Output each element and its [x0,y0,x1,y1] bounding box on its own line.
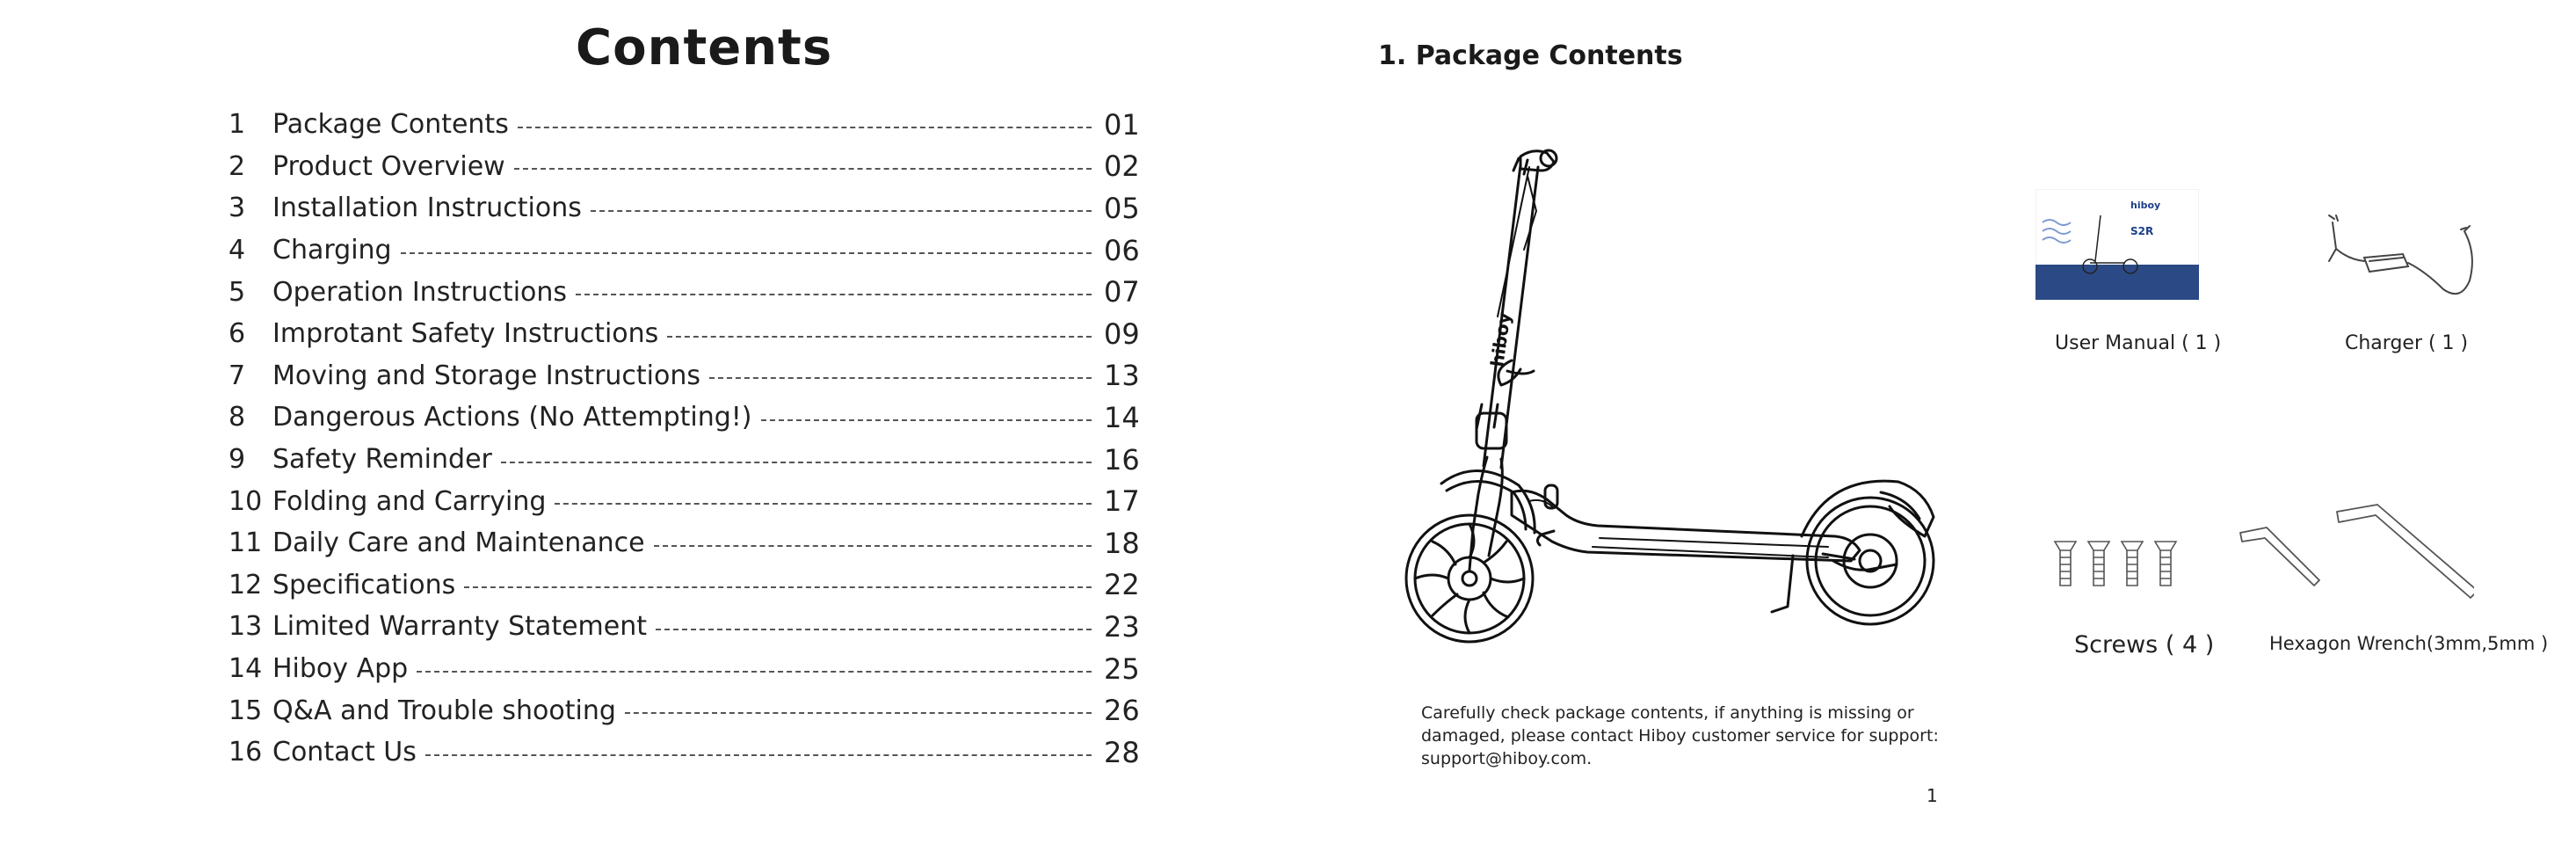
scooter-illustration: hiboy [1404,149,1935,644]
contents-row-label: Specifications [272,569,456,600]
contents-row-page: 07 [1104,275,1140,309]
package-contents-title: 1. Package Contents [1378,40,1683,71]
contents-row-label: Installation Instructions [272,193,582,224]
contents-row-number: 7 [229,360,246,391]
contents-row: 8 Dangerous Actions (No Attempting!) 14 [221,397,1144,439]
contents-row-leader [464,586,1092,589]
contents-row: 1 Package Contents 01 [221,104,1144,146]
contents-row-number: 11 [229,528,263,559]
contents-row-number: 2 [229,150,246,182]
contents-row-page: 26 [1104,694,1140,728]
contents-row-page: 06 [1104,233,1140,267]
contents-row-leader [624,712,1092,715]
contents-row-leader [400,251,1092,254]
manual-model-text: S2R [2130,225,2153,237]
contents-row-leader [417,670,1092,673]
charger-illustration [2328,215,2473,295]
contents-row-label: Product Overview [272,150,505,182]
contents-row: 5 Operation Instructions 07 [221,271,1144,313]
contents-row: 6 Improtant Safety Instructions 09 [221,313,1144,355]
contents-row-label: Q&A and Trouble shooting [272,695,616,726]
contents-row-leader [667,335,1092,338]
contents-row-leader [653,544,1092,547]
contents-row: 16 Contact Us 28 [221,731,1144,774]
contents-row-label: Dangerous Actions (No Attempting!) [272,402,752,433]
contents-row-page: 05 [1104,191,1140,225]
contents-row-leader [424,753,1092,756]
screws-label: Screws ( 4 ) [2074,631,2215,658]
contents-row-label: Folding and Carrying [272,485,547,517]
contents-row-number: 15 [229,695,263,726]
contents-row-leader [656,628,1092,630]
contents-row: 2 Product Overview 02 [221,146,1144,188]
contents-row-page: 18 [1104,526,1140,560]
contents-row-number: 14 [229,653,263,685]
contents-row-page: 01 [1104,107,1140,142]
contents-row-number: 3 [229,193,246,224]
contents-row-page: 16 [1104,442,1140,477]
contents-row-label: Hiboy App [272,653,409,685]
contents-row: 12 Specifications 22 [221,564,1144,607]
contents-row: 13 Limited Warranty Statement 23 [221,606,1144,648]
contents-row-page: 25 [1104,651,1140,686]
contents-row-label: Safety Reminder [272,444,492,476]
contents-row-leader [513,168,1092,171]
contents-row-page: 02 [1104,149,1140,184]
contents-row-leader [590,209,1092,212]
contents-row-page: 28 [1104,735,1140,769]
contents-title: Contents [576,19,833,76]
hexagon-wrench-illustration [2239,504,2474,599]
contents-row-label: Limited Warranty Statement [272,611,647,643]
contents-row-leader [760,418,1092,421]
contents-row-number: 10 [229,485,263,517]
contents-row: 14 Hiboy App 25 [221,648,1144,690]
contents-row-number: 6 [229,318,246,350]
contents-row-page: 14 [1104,400,1140,434]
page-number: 1 [1927,785,1938,806]
contents-row: 15 Q&A and Trouble shooting 26 [221,689,1144,731]
contents-row-leader [709,377,1092,380]
contents-row-number: 5 [229,276,246,308]
contents-row-page: 13 [1104,359,1140,393]
contents-row: 11 Daily Care and Maintenance 18 [221,522,1144,564]
contents-row-page: 23 [1104,609,1140,644]
contents-row-page: 17 [1104,484,1140,519]
contents-row-number: 13 [229,611,263,643]
manual-brand-text: hiboy [2130,200,2160,211]
contents-row-page: 22 [1104,568,1140,602]
contents-row-label: Package Contents [272,109,509,141]
contents-row: 9 Safety Reminder 16 [221,439,1144,481]
contents-row-label: Improtant Safety Instructions [272,318,659,350]
user-manual-label: User Manual ( 1 ) [2055,332,2222,354]
contents-row: 4 Charging 06 [221,229,1144,272]
contents-row-label: Moving and Storage Instructions [272,360,701,391]
contents-row-number: 8 [229,402,246,433]
package-note: Carefully check package contents, if any… [1421,703,1939,768]
contents-row-label: Daily Care and Maintenance [272,528,645,559]
contents-row-label: Contact Us [272,737,417,768]
contents-row-leader [576,294,1092,296]
contents-row-number: 4 [229,235,246,266]
contents-row: 7 Moving and Storage Instructions 13 [221,355,1144,397]
contents-row-page: 09 [1104,316,1140,351]
contents-row-label: Charging [272,235,392,266]
contents-row-leader [517,126,1092,128]
contents-row-number: 12 [229,569,263,600]
contents-row-number: 16 [229,737,263,768]
manual-cover-band [2035,265,2199,300]
contents-row-label: Operation Instructions [272,276,568,308]
contents-row-leader [555,503,1092,506]
hexagon-wrench-label: Hexagon Wrench(3mm,5mm ) [2269,633,2549,654]
contents-row: 3 Installation Instructions 05 [221,187,1144,229]
contents-row: 10 Folding and Carrying 17 [221,480,1144,522]
contents-row-number: 9 [229,444,246,476]
screws-illustration [2053,541,2178,586]
contents-row-number: 1 [229,109,246,141]
contents-row-leader [500,461,1092,463]
charger-label: Charger ( 1 ) [2345,332,2469,354]
user-manual-thumbnail: hiboy S2R [2035,189,2199,300]
